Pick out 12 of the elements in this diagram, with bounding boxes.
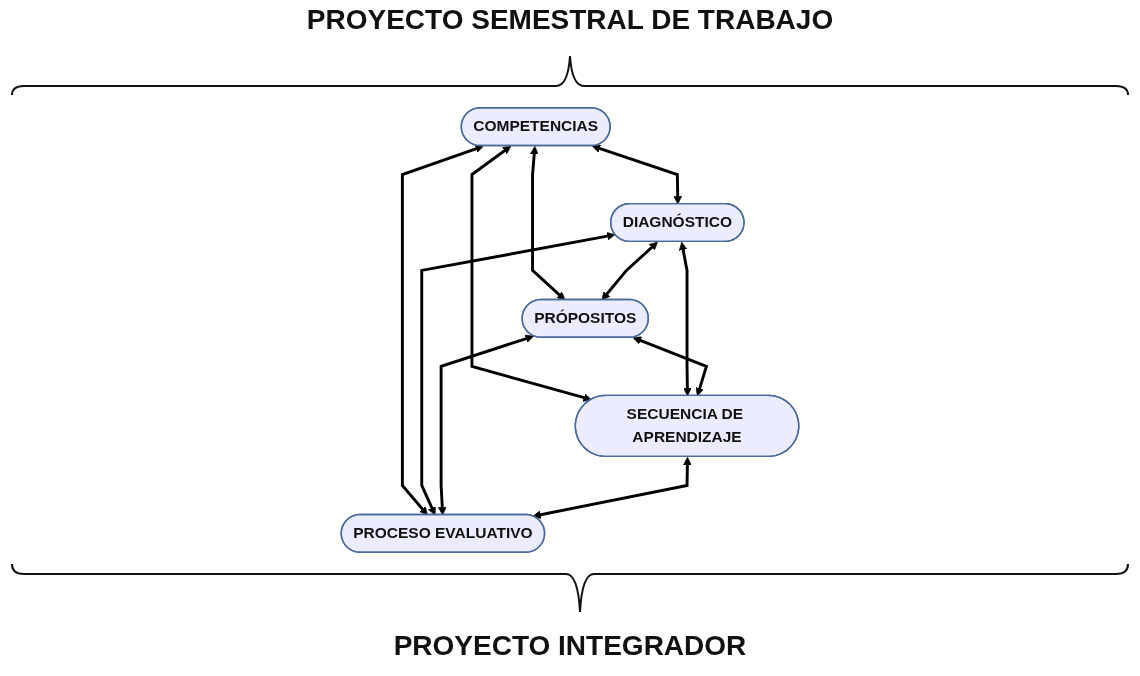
arrow [438,334,534,516]
arrow [591,144,682,205]
arrow [470,145,592,402]
arrow [632,336,709,397]
diagram-title: PROYECTO SEMESTRAL DE TRABAJO [306,4,834,36]
arrow [420,232,616,516]
arrow [530,146,566,301]
arrow [601,241,658,301]
diagram-caption: PROYECTO INTEGRADOR [393,630,747,662]
arrow [678,241,692,397]
arrow [532,456,692,519]
arrow [400,144,484,516]
